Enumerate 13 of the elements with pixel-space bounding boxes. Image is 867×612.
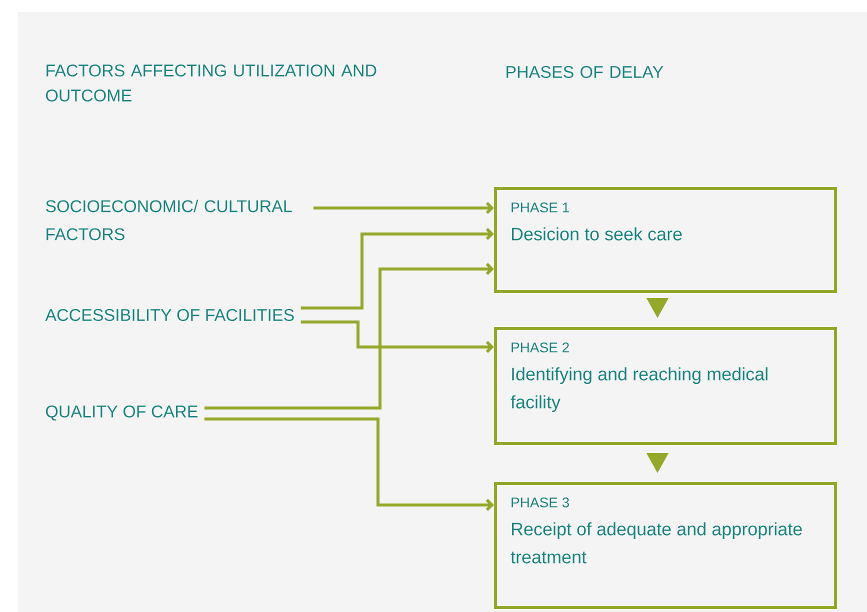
factor-label: ACCESSIBILITY OF FACILITIES — [45, 308, 294, 322]
phase-box: PHASE 2 Identifying and reaching medical facility — [494, 327, 837, 445]
factor-label: SOCIOECONOMIC/ CULTURAL FACTORS — [46, 200, 292, 240]
arrow — [204, 418, 494, 512]
phase-box: PHASE 3 Receipt of adequate and appropriate treatment — [494, 482, 837, 609]
factor-label: QUALITY OF CARE — [46, 405, 198, 421]
arrow — [300, 320, 494, 354]
column-heading: FACTORS AFFECTING UTILIZATION AND OUTCOME — [46, 64, 376, 102]
column-heading: PHASES OF DELAY — [506, 66, 664, 78]
arrow — [300, 228, 494, 310]
arrow — [204, 262, 494, 410]
phase-box: PHASE 1 Desicion to seek care — [494, 187, 837, 293]
arrow — [313, 202, 494, 214]
